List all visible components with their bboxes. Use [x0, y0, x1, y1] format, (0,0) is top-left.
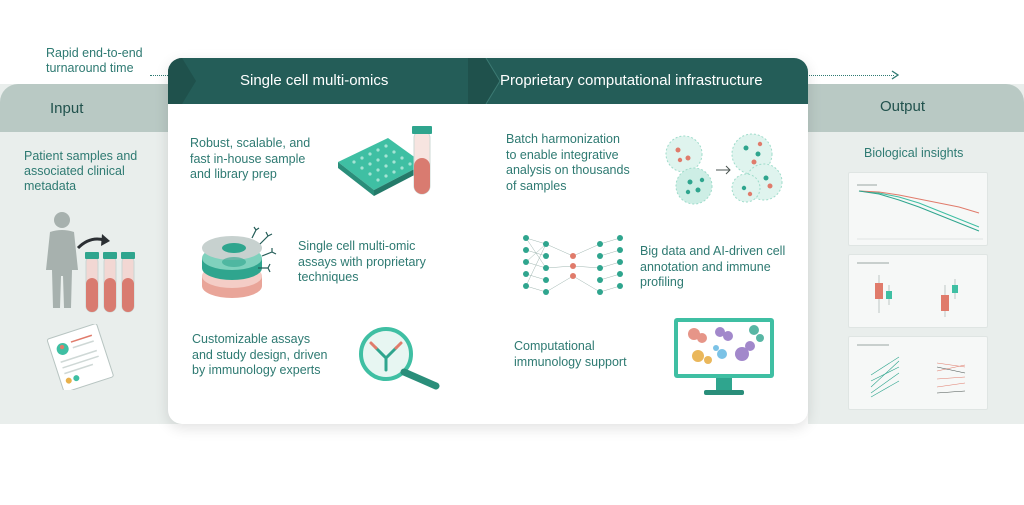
paired-plot-chart	[857, 344, 966, 398]
output-description: Biological insights	[864, 146, 964, 160]
input-panel-header	[0, 84, 190, 132]
feature-text-line: assays with proprietary	[298, 254, 426, 269]
survival-curve-thumbnail	[848, 172, 988, 246]
output-panel-header	[808, 84, 1024, 132]
cell-harmonization-icon	[665, 133, 783, 205]
input-desc-line: metadata	[24, 179, 77, 193]
feature-text-line: profiling	[640, 275, 684, 289]
single-cell-header-label: Single cell multi-omics	[240, 72, 389, 89]
card-header-chevrons	[168, 58, 501, 104]
patient-samples-illustration	[46, 212, 135, 313]
paired-plot-thumbnail	[848, 336, 988, 410]
feature-text-line: annotation and immune	[640, 259, 771, 274]
feature-customizable-assays: Customizable assays and study design, dr…	[192, 332, 328, 379]
clinical-metadata-document-icon	[46, 324, 114, 390]
feature-text-line: Batch harmonization	[506, 132, 620, 146]
feature-text-line: to enable integrative	[506, 147, 619, 162]
feature-text-line: of samples	[506, 178, 567, 193]
feature-text-line: Customizable assays	[192, 332, 311, 346]
feature-text-line: Robust, scalable, and	[190, 136, 311, 150]
input-desc-line: Patient samples and	[24, 149, 138, 163]
magnifier-antibody-icon	[359, 327, 440, 390]
neural-network-icon	[523, 235, 623, 295]
arrow-right-icon	[891, 70, 900, 80]
feature-text-line: and library prep	[190, 167, 277, 181]
feature-text-line: fast in-house sample	[190, 151, 306, 166]
turnaround-line-1: Rapid end-to-end	[46, 46, 143, 60]
turnaround-label: Rapid end-to-end turnaround time	[46, 46, 143, 76]
boxplot-chart	[857, 262, 958, 317]
feature-computational-support: Computational immunology support	[514, 339, 627, 370]
feature-batch-harmonization: Batch harmonization to enable integrativ…	[506, 132, 630, 194]
turnaround-line-2: turnaround time	[46, 61, 134, 75]
feature-text-line: analysis on thousands	[506, 163, 630, 177]
monitor-umap-icon	[674, 318, 774, 395]
survival-curve-chart	[857, 184, 983, 240]
multi-omic-assay-icon	[202, 226, 277, 298]
feature-multi-omic-assays: Single cell multi-omic assays with propr…	[298, 239, 426, 286]
feature-text-line: immunology support	[514, 354, 627, 369]
input-description: Patient samples and associated clinical …	[24, 149, 137, 194]
feature-text-line: Computational	[514, 339, 595, 353]
feature-text-line: techniques	[298, 270, 359, 284]
boxplot-thumbnail	[848, 254, 988, 328]
feature-text-line: by immunology experts	[192, 363, 321, 377]
output-title: Output	[880, 98, 926, 115]
card-header: Single cell multi-omics Proprietary comp…	[168, 58, 808, 104]
feature-ai-annotation: Big data and AI-driven cell annotation a…	[640, 244, 785, 291]
input-desc-line: associated clinical	[24, 164, 125, 178]
feature-sample-prep: Robust, scalable, and fast in-house samp…	[190, 136, 310, 183]
feature-text-line: Single cell multi-omic	[298, 239, 416, 253]
chevron-right-connector	[800, 84, 838, 132]
computational-header-label: Proprietary computational infrastructure	[500, 72, 763, 89]
well-plate-and-tube-icon	[338, 126, 432, 196]
feature-text-line: and study design, driven	[192, 347, 328, 362]
feature-text-line: Big data and AI-driven cell	[640, 244, 786, 258]
main-card: Single cell multi-omics Proprietary comp…	[168, 58, 808, 424]
input-title: Input	[50, 100, 84, 117]
